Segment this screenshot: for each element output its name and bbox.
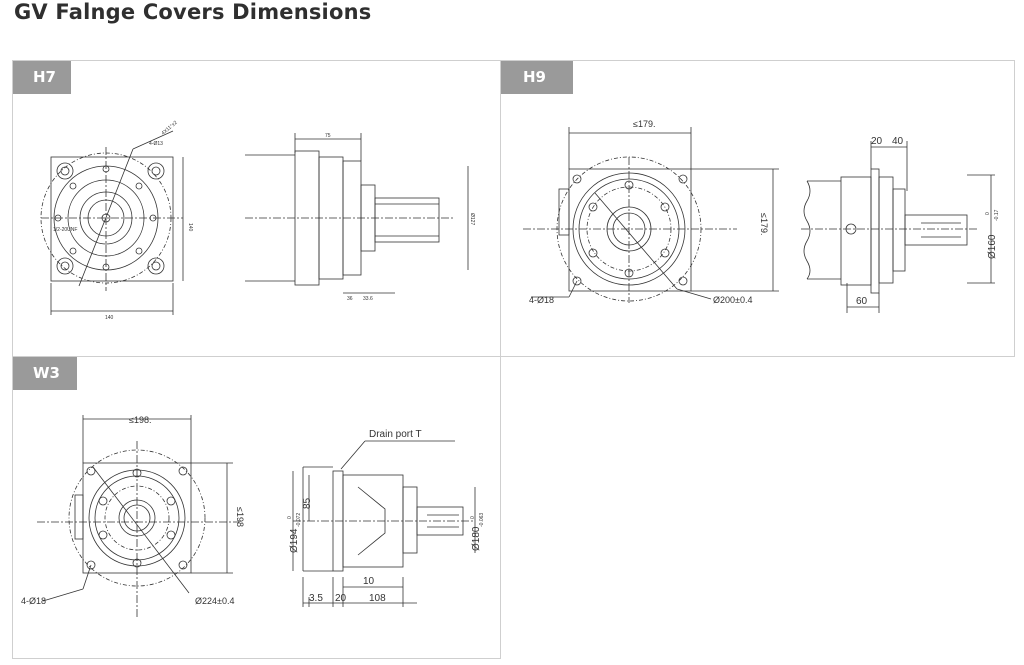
- w3-label-right: ≤198: [235, 507, 245, 527]
- w3-front-view: [37, 415, 239, 619]
- h9-label-side-d: Ø160: [987, 234, 998, 259]
- panel-w3: W3 ≤198.: [12, 356, 501, 659]
- h9-label-holes: 4-Ø18: [529, 295, 554, 305]
- w3-label-side-b-sup: 0: [287, 516, 293, 519]
- h7-label-thread: 1/2-20UNF: [53, 227, 77, 233]
- h7-front-view: [40, 130, 184, 315]
- page-title: GV Falnge Covers Dimensions: [14, 0, 372, 24]
- h7-label-height: 140: [187, 223, 193, 232]
- w3-label-pcd: Ø224±0.4: [195, 596, 234, 606]
- w3-label-side-c: Ø180: [471, 526, 482, 551]
- w3-label-side-a: 85: [302, 497, 313, 509]
- w3-label-top: ≤198.: [129, 415, 151, 425]
- h9-label-side-a: 20: [871, 136, 883, 147]
- h7-label-width: 140: [105, 315, 114, 321]
- w3-drawing: ≤198. ≤198 4-Ø18 Ø224±0.4: [21, 415, 485, 619]
- w3-label-side-b-sub: -0.072: [296, 513, 302, 527]
- w3-label-side-d: 10: [363, 576, 375, 587]
- h7-side-view: [245, 133, 469, 294]
- h7-label-angle: 4X11°±2: [160, 120, 178, 137]
- w3-label-side-e: 3.5: [309, 593, 323, 604]
- h7-label-side-c: 33.6: [363, 296, 373, 302]
- h9-label-right: ≤179.: [759, 213, 769, 235]
- h7-label-side-b: 36: [347, 296, 353, 302]
- h9-front-view: [523, 127, 779, 303]
- panel-h7: H7 4-Ø13 4X11: [12, 60, 501, 357]
- w3-label-side-f: 20: [335, 593, 347, 604]
- w3-label-side-c-sup: 0: [470, 516, 476, 519]
- tab-h9[interactable]: H9: [501, 61, 573, 94]
- h7-label-side-a: 75: [325, 133, 331, 139]
- h9-label-pcd: Ø200±0.4: [713, 295, 752, 305]
- h9-label-top: ≤179.: [633, 119, 655, 129]
- h7-label-side-d: Ø127: [469, 213, 475, 225]
- w3-label-side-g: 108: [369, 593, 386, 604]
- panel-h9: H9: [500, 60, 1015, 357]
- w3-label-holes: 4-Ø18: [21, 596, 46, 606]
- tab-h7[interactable]: H7: [13, 61, 71, 94]
- h9-side-view: [801, 141, 995, 313]
- w3-side-view: [292, 440, 476, 607]
- h9-label-side-c: 60: [856, 296, 868, 307]
- h7-flange-outline: [50, 156, 174, 282]
- h7-label-holes: 4-Ø13: [149, 141, 163, 147]
- h9-label-side-d-sup: 0: [985, 212, 991, 215]
- w3-label-side-c-sub: -0.063: [479, 513, 485, 527]
- w3-label-side-b: Ø194: [289, 528, 300, 553]
- tab-w3[interactable]: W3: [13, 357, 77, 390]
- w3-label-drain: Drain port T: [369, 429, 422, 440]
- h7-drawing: 4-Ø13 4X11°±2 1/2-20UNF 140 140 75 36 33…: [40, 120, 475, 321]
- h9-label-side-b: 40: [892, 136, 904, 147]
- h9-drawing: ≤179. ≤179. 4-Ø18 Ø200±0.4: [523, 119, 1000, 313]
- h9-label-side-d-sub: -0.17: [994, 209, 1000, 221]
